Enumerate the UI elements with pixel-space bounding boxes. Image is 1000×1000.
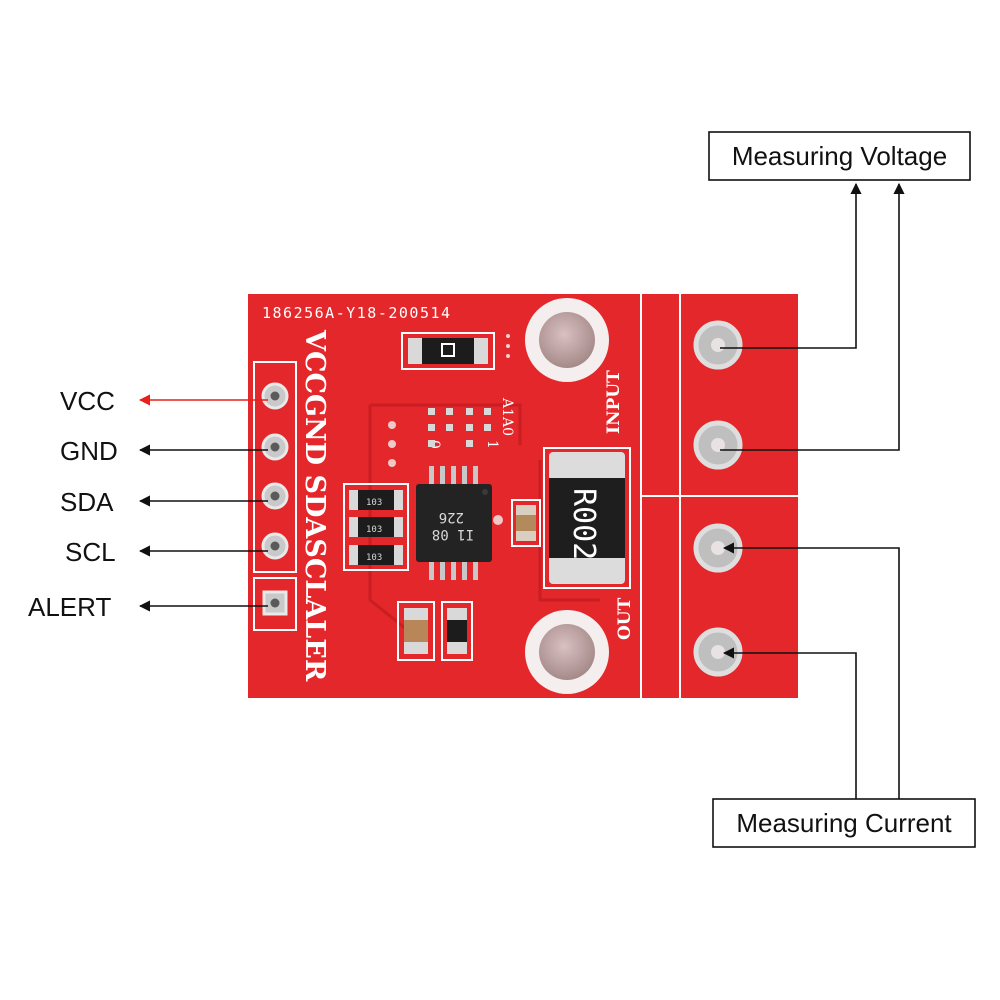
voltage-box [708,131,971,181]
current-callout: Measuring Current [712,542,976,848]
svg-text:103: 103 [366,498,382,508]
pad-hole [711,541,725,555]
smd-capacitors-bottom [397,601,473,661]
board-serial-text: 186256A-Y18-200514 [262,304,452,322]
alert-header-outline [253,577,297,631]
pin-label-alert: ALERT [28,592,111,622]
pin-label-vcc: VCC [60,386,115,416]
mount-hole-top [539,312,595,368]
pad-hole [711,645,725,659]
voltage-callout: Measuring Voltage [708,131,971,451]
pad-hole [270,491,280,501]
pin-silkscreen: VCCGND SDASCLALER [299,329,330,682]
pin-callouts: VCC GND SDA SCL ALERT [28,386,268,622]
address-jumper-pads [428,408,491,447]
voltage-line-1 [720,182,862,349]
addr-1-label: 1 [484,440,500,449]
addr-label: A1A0 [499,397,515,436]
pcb-trace [368,403,522,642]
pin-label-sda: SDA [60,487,114,517]
out-label: OUT [615,597,635,640]
current-box-label: Measuring Current [736,808,952,838]
header-outline [253,361,297,573]
smd-capacitor-mid [493,499,541,547]
pcb-board: 186256A-Y18-200514 VCCGND SDASCLALER [248,294,798,698]
pad-hole [270,598,280,608]
terminal-outline [640,294,798,698]
pad-hole [270,391,280,401]
smd-resistor-top [401,332,495,370]
current-line-1 [722,542,900,799]
pad-hole [711,338,725,352]
chip-marking-2: I1 08 [432,526,474,542]
smd-resistor-array: 103 103 103 [343,483,409,571]
shunt-marking: R002 [566,488,601,560]
svg-text:103: 103 [366,525,382,535]
mount-hole-bottom [539,624,595,680]
pad-hole [270,541,280,551]
current-line-2 [722,647,857,799]
header-pins [261,382,289,616]
shunt-resistor: R002 [543,447,631,589]
terminal-pads [693,320,743,677]
voltage-line-2 [720,182,905,451]
input-label: INPUT [604,370,624,434]
pin-label-scl: SCL [65,537,116,567]
ina226-chip: 226 I1 08 [416,466,492,580]
pad-hole [711,438,725,452]
voltage-box-label: Measuring Voltage [732,141,947,171]
pad-hole [270,442,280,452]
svg-text:103: 103 [366,553,382,563]
chip-marking-1: 226 [439,509,464,525]
pin-label-gnd: GND [60,436,118,466]
current-box [712,798,976,848]
